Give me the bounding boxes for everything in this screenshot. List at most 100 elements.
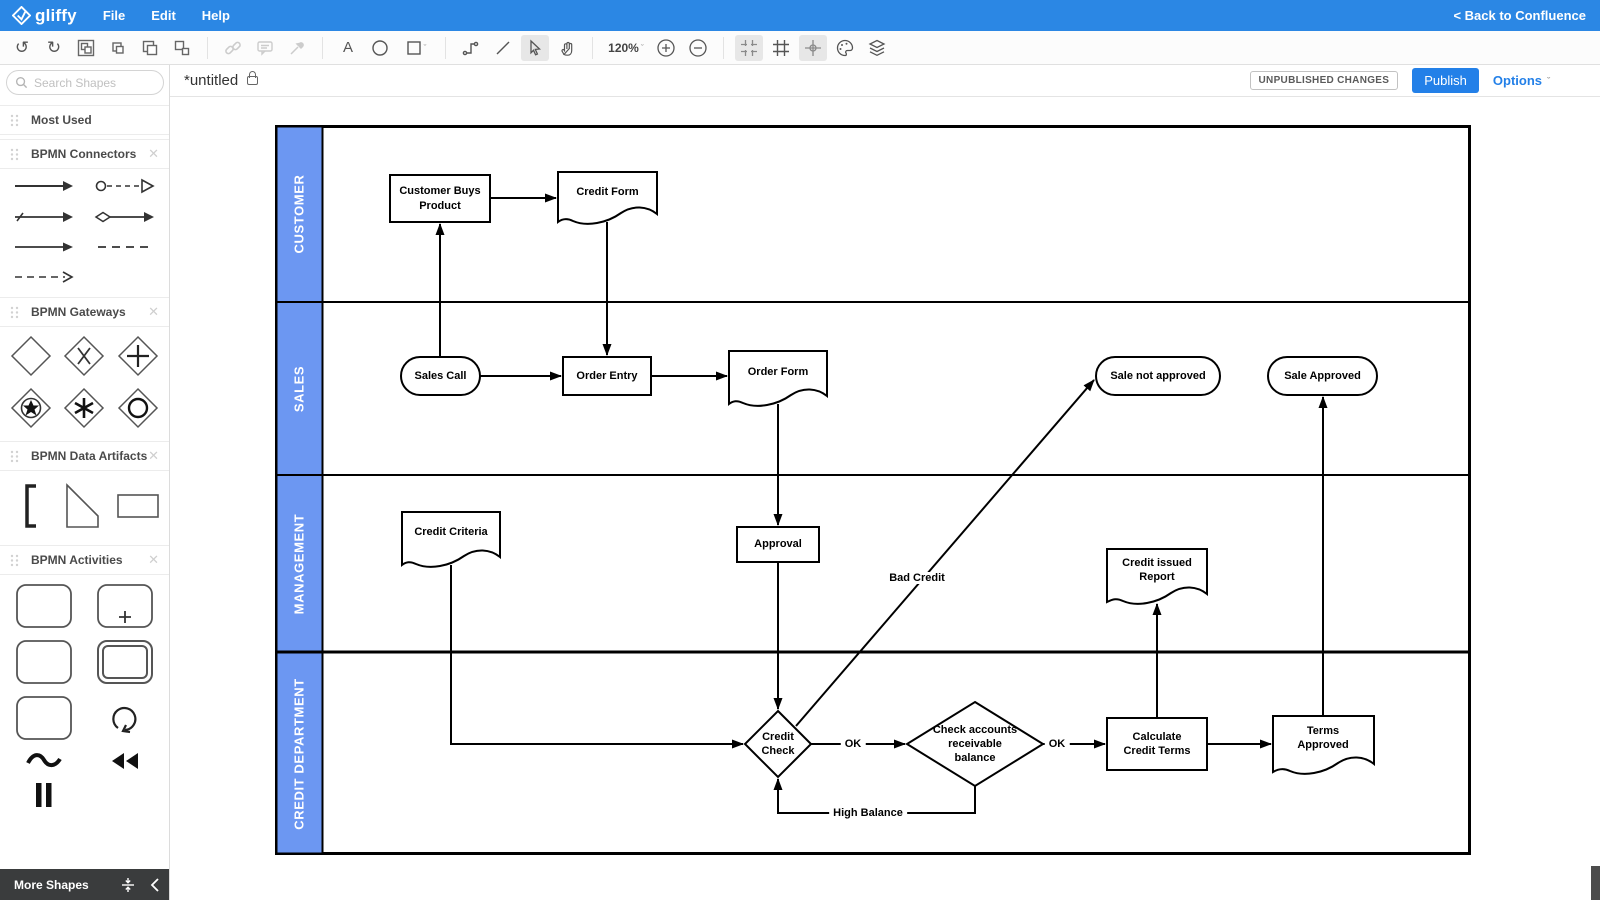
pan-tool-button[interactable]: [553, 35, 581, 61]
shape-conditional-flow-diamond-arrow[interactable]: [94, 209, 156, 225]
node-label[interactable]: Order Form: [747, 365, 809, 378]
gliffy-logo[interactable]: gliffy: [12, 6, 77, 26]
node-sale-not-approved[interactable]: [1095, 356, 1221, 396]
ellipse-tool-button[interactable]: [366, 35, 394, 61]
shape-dashed-open-arrow[interactable]: [13, 269, 75, 285]
theme-button[interactable]: [831, 35, 859, 61]
node-sales-call[interactable]: [400, 356, 481, 396]
node-check-accounts[interactable]: [905, 700, 1045, 788]
redo-button[interactable]: ↻: [40, 35, 68, 61]
shape-search[interactable]: [6, 70, 164, 95]
ungroup-button[interactable]: [168, 35, 196, 61]
node-label[interactable]: Sale not approved: [1110, 369, 1206, 382]
comment-button[interactable]: [251, 35, 279, 61]
section-bpmn-data-artifacts[interactable]: BPMN Data Artifacts ✕: [0, 441, 169, 471]
node-credit-criteria[interactable]: [401, 511, 501, 568]
shape-gateway-blank-diamond[interactable]: [10, 335, 52, 377]
collapse-panel-icon[interactable]: [120, 877, 136, 893]
node-order-entry[interactable]: [562, 356, 652, 396]
edge-creditcriteria-to-creditcheck[interactable]: [450, 565, 744, 749]
shape-gateway-exclusive-x[interactable]: [63, 335, 105, 377]
back-to-confluence-link[interactable]: < Back to Confluence: [1453, 8, 1586, 23]
shape-gateway-inclusive-circle[interactable]: [117, 387, 159, 429]
node-sale-approved[interactable]: [1267, 356, 1378, 396]
search-input[interactable]: [34, 75, 149, 90]
copy-button[interactable]: [104, 35, 132, 61]
node-label[interactable]: Sale Approved: [1284, 369, 1361, 382]
publish-button[interactable]: Publish: [1412, 68, 1479, 93]
shape-compensation-rewind[interactable]: [110, 751, 140, 771]
node-label[interactable]: Customer Buys Product: [399, 185, 481, 212]
layers-button[interactable]: [863, 35, 891, 61]
node-credit-issued-report[interactable]: [1106, 548, 1208, 605]
chevron-left-icon[interactable]: [150, 877, 160, 892]
shape-transaction-double-border[interactable]: [96, 639, 154, 685]
node-label[interactable]: Check accounts receivable balance: [932, 723, 1018, 765]
edge-creditcheck-to-salenotapproved[interactable]: [795, 379, 1095, 727]
connector-tool-button[interactable]: [457, 35, 485, 61]
node-customer-buys-product[interactable]: [389, 174, 491, 223]
node-label[interactable]: Credit Form: [576, 185, 639, 198]
node-credit-form[interactable]: [557, 171, 658, 225]
node-calculate-credit-terms[interactable]: [1106, 717, 1208, 771]
zoom-out-button[interactable]: [684, 35, 712, 61]
node-label[interactable]: Sales Call: [414, 369, 467, 382]
shape-sequence-flow-arrow[interactable]: [13, 178, 75, 194]
link-button[interactable]: [219, 35, 247, 61]
edge-label-high-balance[interactable]: High Balance: [829, 807, 907, 819]
shape-default-flow-slash-arrow[interactable]: [13, 209, 75, 225]
show-grid-button[interactable]: [767, 35, 795, 61]
edge-label-ok-1[interactable]: OK: [840, 738, 866, 750]
duplicate-button[interactable]: [136, 35, 164, 61]
diagram-canvas[interactable]: CUSTOMER SALES MANAGEMENT CREDIT DEPARTM…: [170, 97, 1600, 900]
close-icon[interactable]: ✕: [148, 304, 159, 319]
node-label[interactable]: Approval: [754, 538, 802, 551]
eyedropper-button[interactable]: [283, 35, 311, 61]
node-terms-approved[interactable]: [1272, 715, 1375, 775]
shape-association-dashed[interactable]: [94, 239, 156, 255]
zoom-in-button[interactable]: [652, 35, 680, 61]
close-icon[interactable]: ✕: [148, 552, 159, 567]
shape-plain-arrow[interactable]: [13, 239, 75, 255]
close-icon[interactable]: ✕: [148, 448, 159, 463]
node-label[interactable]: Terms Approved: [1297, 724, 1349, 751]
pointer-tool-button[interactable]: [521, 34, 549, 61]
shape-task-plain[interactable]: [15, 639, 73, 685]
shape-subprocess-plus[interactable]: [96, 583, 154, 629]
shape-gateway-complex-star-circle[interactable]: [10, 387, 52, 429]
node-approval[interactable]: [736, 526, 820, 563]
pool-frame[interactable]: [275, 125, 1471, 855]
close-icon[interactable]: ✕: [148, 146, 159, 161]
menu-help[interactable]: Help: [201, 8, 230, 23]
section-bpmn-connectors[interactable]: BPMN Connectors ✕: [0, 139, 169, 169]
shape-gateway-parallel-plus[interactable]: [117, 335, 159, 377]
lane-header-band[interactable]: [275, 125, 324, 855]
text-tool-button[interactable]: A: [334, 35, 362, 61]
shape-message-flow-circle-dashed[interactable]: [94, 177, 156, 195]
zoom-level-dropdown[interactable]: 120% ˇ: [604, 35, 648, 61]
group-button[interactable]: [72, 35, 100, 61]
node-label[interactable]: Credit Check: [761, 730, 795, 757]
lock-icon[interactable]: [247, 71, 259, 85]
shape-data-object[interactable]: [64, 483, 104, 529]
node-label[interactable]: Calculate Credit Terms: [1123, 730, 1191, 757]
node-order-form[interactable]: [728, 350, 828, 407]
shape-ad-hoc-tilde[interactable]: [24, 751, 64, 771]
shape-loop-marker[interactable]: [108, 701, 142, 735]
line-tool-button[interactable]: [489, 35, 517, 61]
shape-pause-marker[interactable]: [33, 781, 55, 807]
rectangle-tool-button[interactable]: ˇ: [398, 35, 434, 61]
shape-gateway-complex-asterisk[interactable]: [63, 387, 105, 429]
snap-to-grid-button[interactable]: [735, 34, 763, 61]
more-shapes-bar[interactable]: More Shapes: [0, 869, 169, 900]
section-most-used[interactable]: Most Used: [0, 105, 169, 135]
edge-label-bad-credit[interactable]: Bad Credit: [885, 572, 949, 584]
document-title[interactable]: *untitled: [184, 72, 239, 89]
shape-group-bracket[interactable]: [23, 484, 39, 528]
node-credit-check[interactable]: [743, 709, 813, 779]
node-label[interactable]: Order Entry: [576, 369, 638, 382]
node-label[interactable]: Credit Criteria: [414, 525, 488, 538]
menu-edit[interactable]: Edit: [151, 8, 176, 23]
scrollbar-thumb[interactable]: [1591, 866, 1600, 900]
